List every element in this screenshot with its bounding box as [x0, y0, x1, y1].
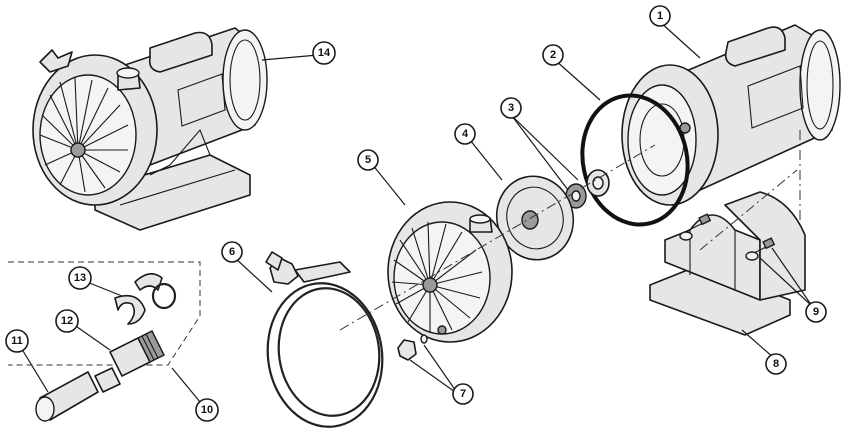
housing-clamp — [265, 251, 384, 428]
assembly-axis-lines — [339, 130, 801, 331]
callout-6-label: 6 — [229, 246, 235, 258]
motor-base — [649, 191, 806, 336]
motor — [621, 24, 841, 206]
callout-5-label: 5 — [365, 154, 371, 166]
callout-12: 12 — [55, 309, 79, 333]
callout-14: 14 — [312, 41, 336, 65]
callout-7-label: 7 — [460, 388, 466, 400]
callout-11: 11 — [5, 329, 29, 353]
callout-9-label: 9 — [813, 306, 819, 318]
callout-13: 13 — [68, 266, 92, 290]
callout-5: 5 — [357, 149, 379, 171]
callout-2: 2 — [542, 44, 564, 66]
callout-7: 7 — [452, 383, 474, 405]
callout-1-label: 1 — [657, 10, 663, 22]
callout-3-label: 3 — [508, 102, 514, 114]
callout-10: 10 — [195, 398, 219, 422]
callout-14-label: 14 — [318, 47, 331, 59]
pump-housing — [387, 201, 513, 343]
union-kit — [8, 261, 201, 422]
callout-4: 4 — [454, 123, 476, 145]
callout-8: 8 — [765, 353, 787, 375]
callout-10-label: 10 — [201, 404, 213, 416]
callout-3: 3 — [500, 97, 522, 119]
callout-11-label: 11 — [11, 335, 23, 347]
drain-plug — [397, 334, 428, 361]
base-bolts — [679, 213, 776, 261]
callout-13-label: 13 — [74, 272, 86, 284]
housing-o-ring — [580, 93, 690, 227]
callout-9: 9 — [805, 301, 827, 323]
callout-1: 1 — [649, 5, 671, 27]
callout-8-label: 8 — [773, 358, 779, 370]
callout-6: 6 — [221, 241, 243, 263]
callout-4-label: 4 — [462, 128, 469, 140]
assembled-pump — [32, 27, 268, 231]
callout-12-label: 12 — [61, 315, 73, 327]
shaft-seal — [565, 169, 610, 209]
callout-2-label: 2 — [550, 49, 556, 61]
